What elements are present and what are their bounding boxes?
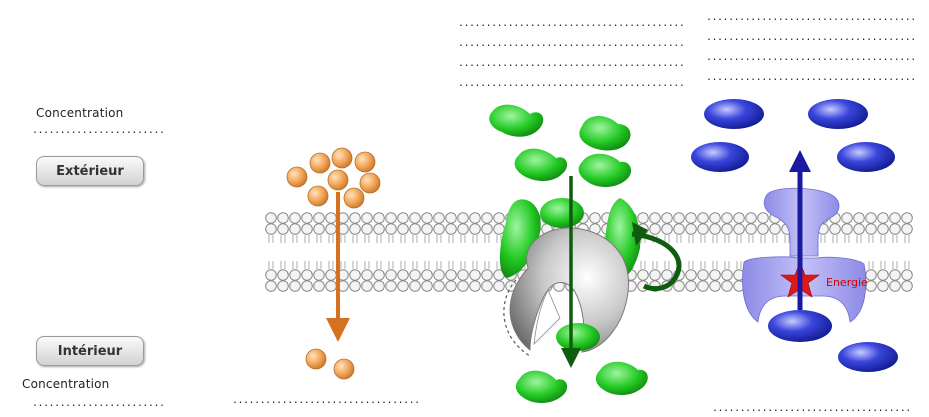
- orange-molecule: [306, 349, 326, 369]
- right-top-blank-3: ......................................: [706, 52, 916, 63]
- blue-molecule: [704, 99, 764, 129]
- carrier-bottom-green: [556, 323, 600, 351]
- orange-molecule: [344, 188, 364, 208]
- bound-green-molecule: [540, 198, 584, 228]
- middle-top-blank-3: ........................................…: [458, 58, 684, 69]
- blue-molecule: [768, 310, 832, 342]
- right-top-blank-1: ......................................: [706, 12, 916, 23]
- carrier-down-arrowhead: [561, 348, 581, 368]
- blue-molecule: [837, 142, 895, 172]
- right-top-blank-4: ......................................: [706, 72, 916, 83]
- orange-molecule: [355, 152, 375, 172]
- orange-molecule: [334, 359, 354, 379]
- bottom-col3-blank: ....................................: [712, 403, 911, 414]
- energy-label: Energie: [826, 276, 868, 289]
- orange-molecule: [308, 186, 328, 206]
- exterior-label: Extérieur: [36, 156, 144, 186]
- orange-molecule: [360, 173, 380, 193]
- bottom-col1-blank: ..................................: [232, 395, 420, 406]
- right-top-blank-2: ......................................: [706, 32, 916, 43]
- green-molecule: [596, 362, 648, 395]
- pump-up-arrowhead: [789, 150, 811, 172]
- blue-molecule: [808, 99, 868, 129]
- middle-top-blank-1: ........................................…: [458, 18, 684, 29]
- middle-top-blank-4: ........................................…: [458, 78, 684, 89]
- blue-molecule: [838, 342, 898, 372]
- green-molecule: [579, 116, 630, 150]
- bottom-concentration-label: Concentration: [22, 377, 110, 391]
- orange-molecule: [310, 153, 330, 173]
- blue-molecule: [691, 142, 749, 172]
- orange-molecule: [287, 167, 307, 187]
- interior-label: Intérieur: [36, 336, 144, 366]
- green-molecule: [579, 154, 632, 187]
- green-molecule: [516, 371, 567, 403]
- orange-molecule: [328, 170, 348, 190]
- top-concentration-label: Concentration: [36, 106, 124, 120]
- bottom-concentration-blank: ........................: [32, 398, 165, 409]
- top-concentration-blank: ........................: [32, 125, 165, 136]
- diffusion-arrowhead: [326, 318, 350, 342]
- middle-top-blank-2: ........................................…: [458, 38, 684, 49]
- orange-molecule: [332, 148, 352, 168]
- green-molecule: [515, 149, 568, 181]
- green-molecule: [489, 105, 543, 137]
